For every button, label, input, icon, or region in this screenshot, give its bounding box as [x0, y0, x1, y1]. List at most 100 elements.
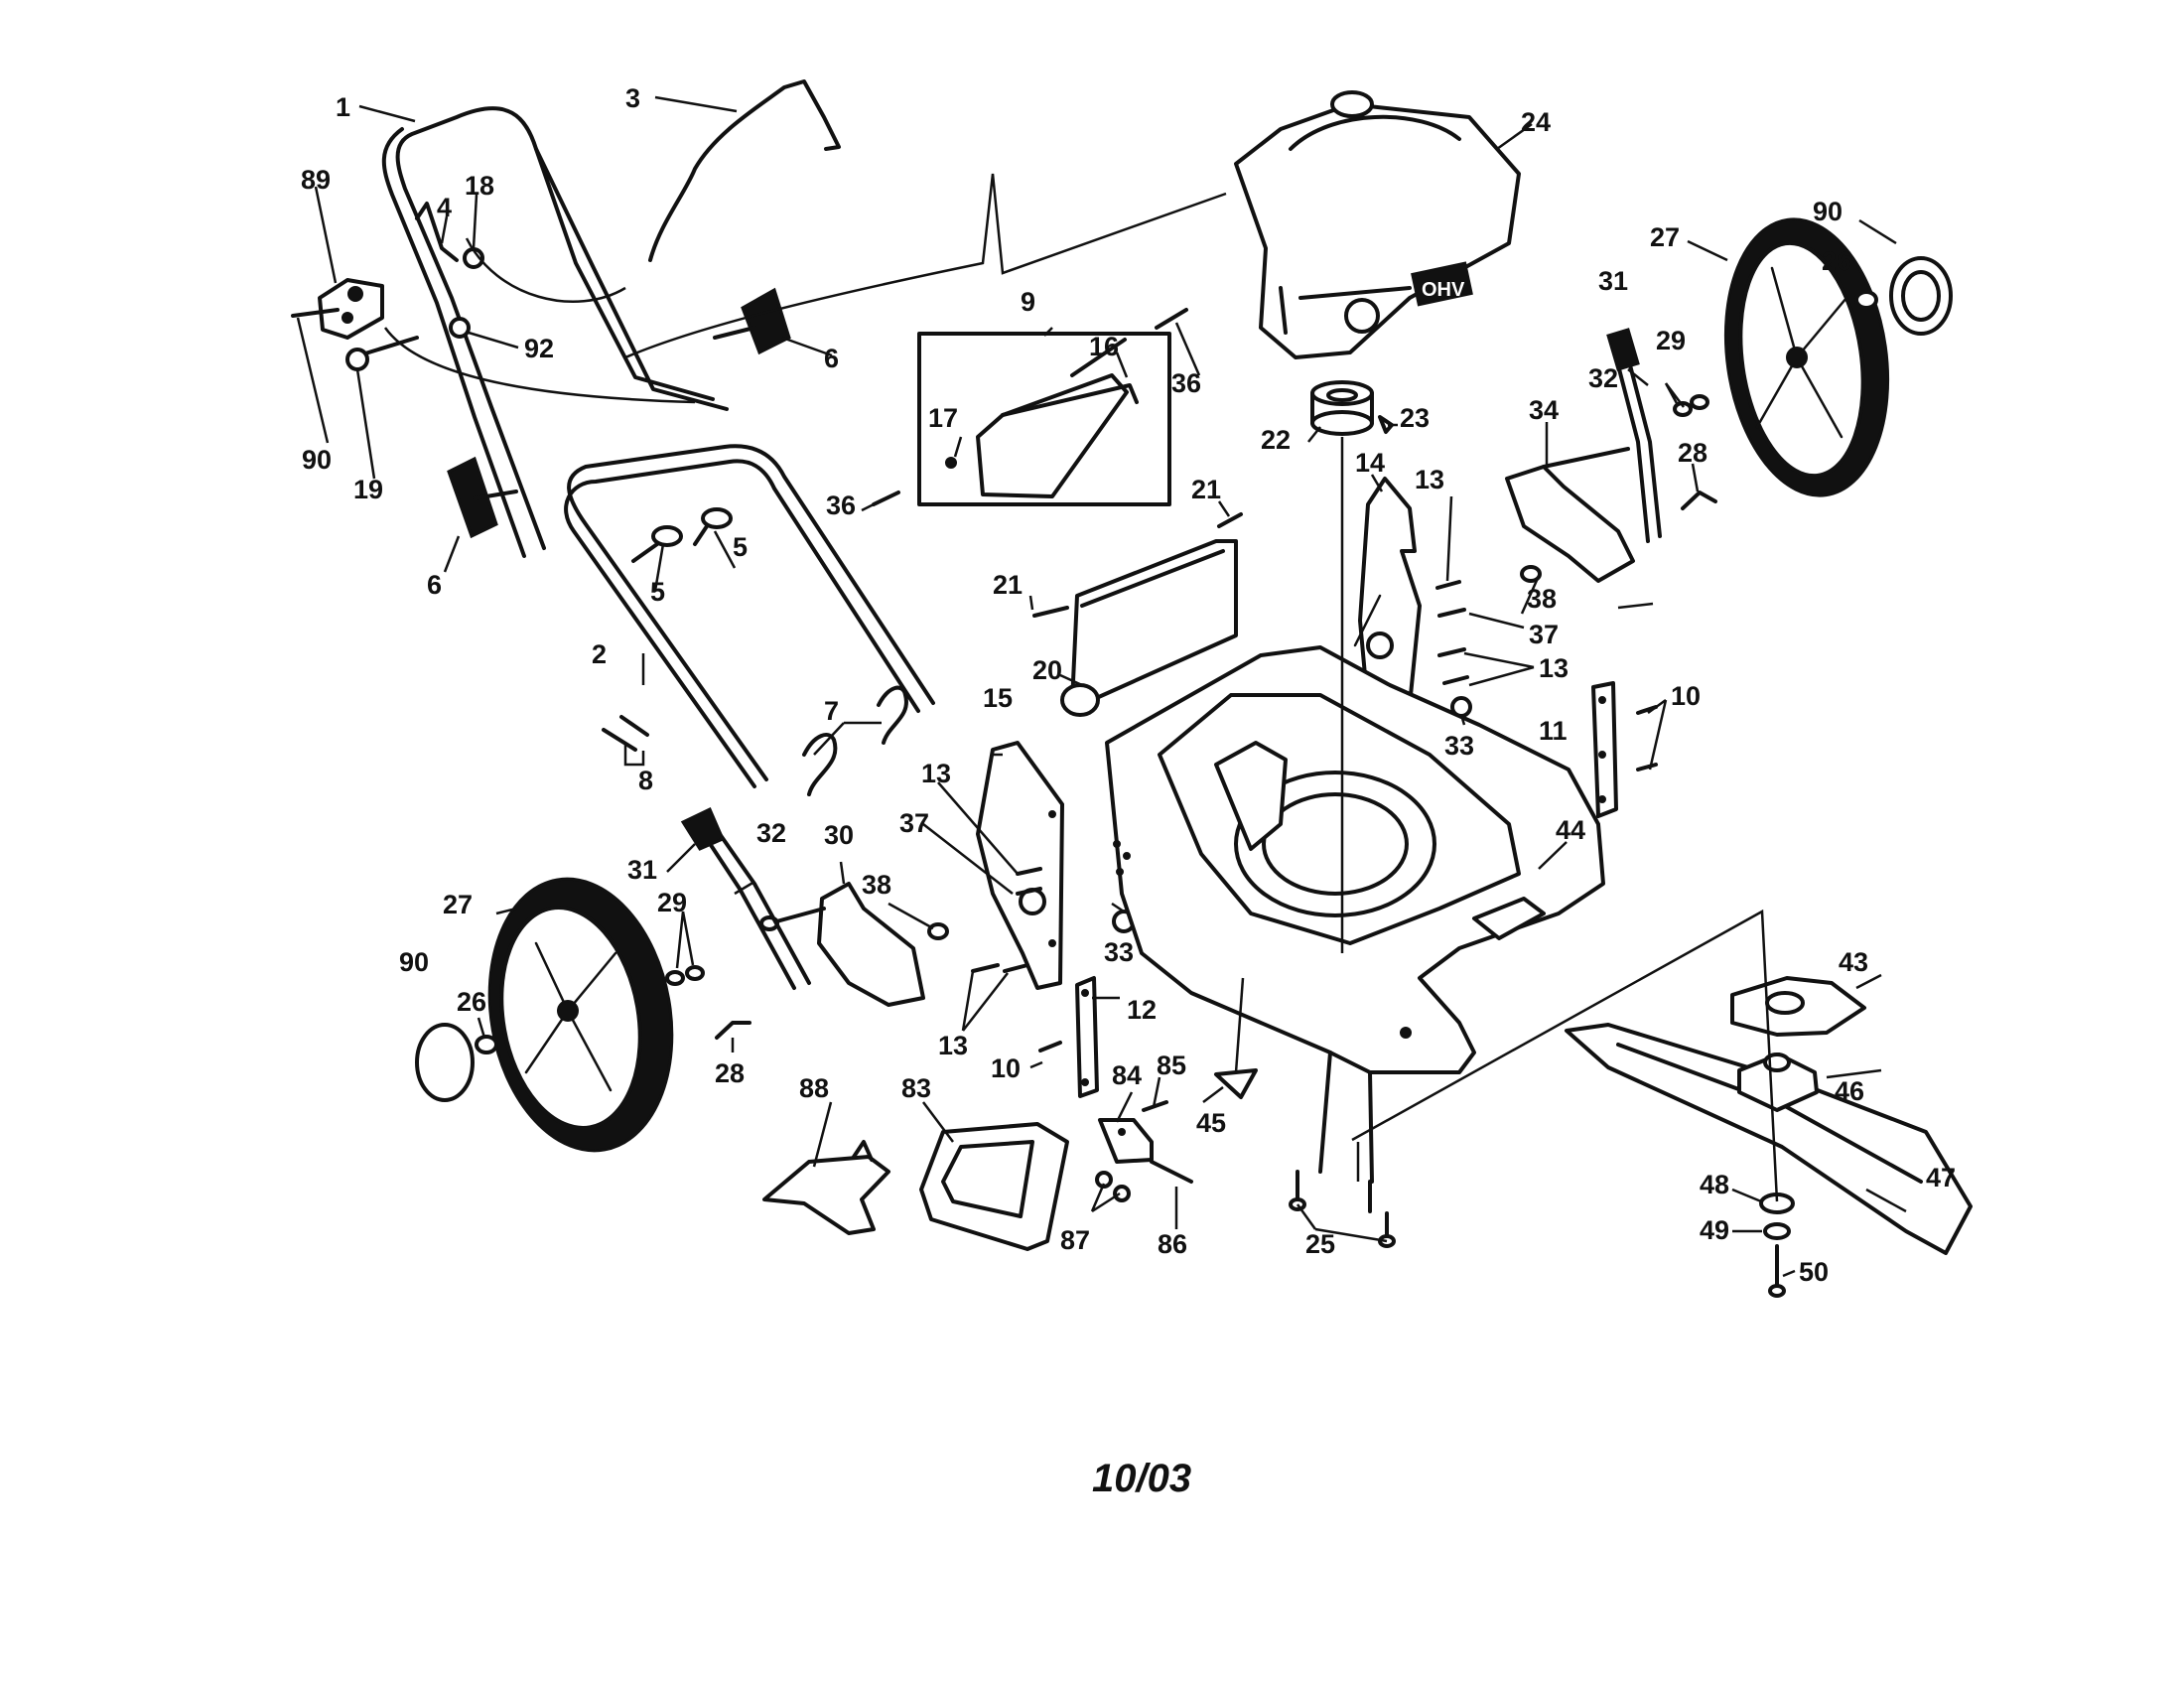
callout-10-right: 10	[1671, 681, 1701, 711]
callout-89: 89	[301, 165, 331, 195]
callout-15: 15	[983, 683, 1013, 713]
screw-part-21-upper	[1217, 512, 1243, 528]
callout-22: 22	[1261, 425, 1291, 455]
callout-45: 45	[1196, 1108, 1226, 1138]
callout-12: 12	[1127, 995, 1157, 1025]
washers-part-29-right	[1673, 394, 1709, 417]
screw-part-36-right	[1155, 308, 1188, 330]
bolts-part-13-left	[971, 867, 1042, 973]
callout-85: 85	[1157, 1051, 1186, 1080]
callout-21-upper: 21	[1191, 475, 1221, 504]
cable-loop	[383, 327, 696, 404]
mulch-plug-part-88	[762, 1140, 890, 1235]
callout-28-right: 28	[1678, 438, 1707, 468]
mower-deck-part-44	[1105, 645, 1605, 1184]
callout-19: 19	[353, 475, 383, 504]
assembly-line-45	[1234, 977, 1245, 1073]
cable-guide-part-3	[648, 79, 841, 262]
lever-grip-part-31-right	[1606, 328, 1640, 371]
callout-6-upper: 6	[824, 344, 839, 373]
height-lever-part-32-left	[705, 832, 811, 990]
height-bracket-part-14	[1353, 477, 1422, 715]
bolts-part-25	[1289, 1170, 1396, 1248]
callout-25: 25	[1305, 1229, 1335, 1259]
callout-13-upper-right: 13	[1415, 465, 1444, 494]
callout-47: 47	[1926, 1163, 1956, 1193]
height-lever-part-32-right	[1614, 355, 1662, 543]
carriage-bolt-part-5-left	[631, 525, 683, 563]
callout-18: 18	[465, 171, 494, 201]
clip-part-4	[415, 202, 459, 262]
callout-7: 7	[824, 696, 839, 726]
callout-27-left: 27	[443, 890, 473, 919]
blade-bolt-part-50	[1768, 1244, 1786, 1298]
rod-part-86	[1150, 1160, 1193, 1184]
hairpin-clip-part-7	[802, 685, 908, 796]
shoulder-bolt-part-28-right	[1681, 491, 1717, 510]
callout-26-right: 26	[1822, 246, 1851, 276]
nut-part-92	[449, 317, 471, 339]
callout-1: 1	[336, 92, 350, 122]
spring-part-85	[1142, 1100, 1168, 1112]
washer-part-38-left	[927, 922, 949, 940]
callout-29-right: 29	[1656, 326, 1686, 355]
blade-adapter-part-46	[1737, 1052, 1819, 1112]
callout-44: 44	[1556, 815, 1585, 845]
callout-17: 17	[928, 403, 958, 433]
callout-13-left-lower: 13	[938, 1031, 968, 1060]
engine-part-24: OHV	[1234, 90, 1521, 359]
rear-wheel-part-27-right	[1723, 217, 1890, 497]
callout-11: 11	[1539, 716, 1568, 746]
rear-door-part-20	[1060, 539, 1238, 717]
spring-clip-part-8	[602, 715, 649, 752]
callout-9: 9	[1021, 287, 1035, 317]
callout-24: 24	[1521, 107, 1551, 137]
callout-27-right: 27	[1650, 222, 1680, 252]
washer-part-38-right	[1520, 565, 1542, 583]
handle-knob-part-6-lower	[447, 456, 518, 539]
callout-16: 16	[1089, 332, 1119, 361]
callout-8: 8	[638, 766, 653, 795]
callout-38-left: 38	[862, 870, 891, 900]
upper-handle-part-1	[381, 106, 729, 558]
assembly-line-blade	[1351, 909, 1779, 1202]
screw-part-10-right-b	[1636, 763, 1658, 772]
deflector-part-83	[919, 1122, 1069, 1251]
callout-86: 86	[1158, 1229, 1187, 1259]
lever-grip-part-31-left	[680, 806, 725, 851]
callout-37-left: 37	[899, 808, 929, 838]
callout-90-right: 90	[1813, 197, 1843, 226]
callout-33-right: 33	[1444, 731, 1474, 761]
key-part-23	[1378, 415, 1394, 434]
callout-34: 34	[1529, 395, 1559, 425]
callout-20: 20	[1032, 655, 1062, 685]
screw-part-21-lower	[1032, 606, 1069, 618]
callout-38-right: 38	[1527, 584, 1557, 614]
callout-30: 30	[824, 820, 854, 850]
callout-92: 92	[524, 334, 554, 363]
hub-cap-part-90-right	[1889, 256, 1953, 336]
callout-43: 43	[1839, 947, 1868, 977]
callout-37-right: 37	[1529, 620, 1559, 649]
pulley-part-22	[1310, 380, 1374, 436]
blade-adapter-part-43	[1730, 976, 1866, 1037]
callout-4: 4	[437, 193, 452, 222]
bracket-part-11	[1591, 681, 1618, 818]
callout-50: 50	[1799, 1257, 1829, 1287]
callout-21-lower: 21	[993, 570, 1023, 600]
engine-badge: OHV	[1422, 279, 1465, 301]
callout-49: 49	[1700, 1215, 1729, 1245]
callout-36-right: 36	[1171, 368, 1201, 398]
callout-88: 88	[799, 1073, 829, 1103]
callout-32-left: 32	[756, 818, 786, 848]
washer-part-49	[1763, 1222, 1791, 1240]
part-45	[1214, 1068, 1258, 1099]
callout-33-left: 33	[1104, 937, 1134, 967]
axle-bracket-part-30	[759, 882, 925, 1007]
shoulder-bolt-part-28-left	[715, 1021, 751, 1040]
washers-part-29-left	[665, 965, 705, 986]
callout-5-right: 5	[733, 532, 748, 562]
screw-part-36-left	[872, 491, 900, 506]
nuts-part-87	[1095, 1171, 1131, 1202]
